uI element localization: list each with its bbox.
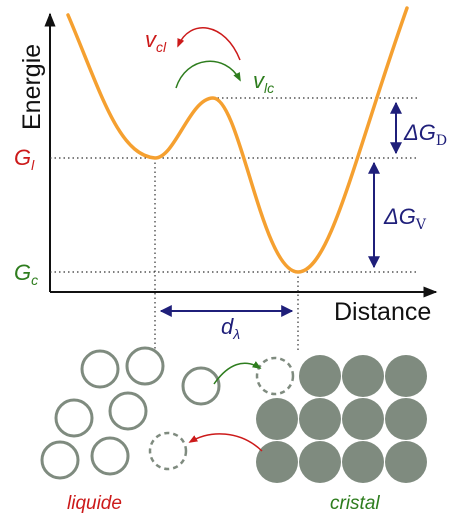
liquid-particle [90, 436, 130, 476]
attach-arrow [213, 361, 262, 385]
liquid-particle [181, 366, 221, 406]
rate-label-vcl: vcl [145, 27, 167, 55]
crystal-particle [342, 355, 384, 397]
y-axis-label: Energie [18, 44, 46, 130]
liquid-particle [108, 391, 148, 431]
distance-label: dλ [221, 314, 240, 342]
liquid-particle [80, 349, 120, 389]
svg-text:Gc: Gc [14, 260, 38, 288]
crystal-particle [385, 355, 427, 397]
axes: Energie Distance [18, 12, 438, 326]
liquid-particles [40, 346, 221, 480]
liquid-particle [40, 440, 80, 480]
crystal-particle [385, 441, 427, 483]
attaching-particle [255, 356, 295, 396]
detach-arrow [188, 433, 263, 452]
phase-label-liquid: liquide [67, 493, 122, 514]
x-axis-label: Distance [334, 298, 431, 326]
delta-gv-label: ΔGV [383, 204, 427, 233]
vlc-arrow [175, 60, 241, 89]
crystal-particle [385, 398, 427, 440]
rate-label-vlc: vlc [253, 68, 274, 96]
crystal-particle [342, 441, 384, 483]
vcl-arrow [177, 27, 241, 61]
level-label-gc: Gc [14, 260, 38, 288]
phase-label-crystal: cristal [330, 493, 380, 514]
crystal-particle [299, 441, 341, 483]
crystal-particle [342, 398, 384, 440]
crystal-particle [299, 355, 341, 397]
liquid-particle [54, 398, 94, 438]
level-label-gl: Gl [14, 145, 35, 173]
delta-gd-label: ΔGD [403, 120, 447, 149]
svg-text:Gl: Gl [14, 145, 35, 173]
crystal-particle [256, 398, 298, 440]
crystal-particles [255, 355, 427, 483]
detached-particle [148, 431, 188, 471]
crystal-particle [299, 398, 341, 440]
liquid-particle [125, 346, 165, 386]
crystal-particle [256, 441, 298, 483]
energy-curve [66, 6, 409, 274]
